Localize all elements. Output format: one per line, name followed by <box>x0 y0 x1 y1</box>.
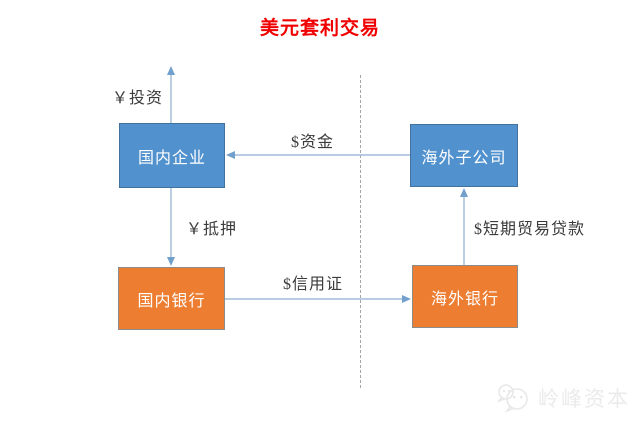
watermark: 岭峰资本 <box>494 383 630 413</box>
arrow-invest <box>167 66 175 123</box>
diagram-title: 美元套利交易 <box>259 18 380 39</box>
arrow-collateral <box>167 188 175 266</box>
node-overseas-bank-label: 海外银行 <box>430 290 499 308</box>
arrow-letter-of-credit <box>225 295 411 303</box>
arrow-funds <box>226 151 410 159</box>
node-overseas-subsidiary-label: 海外子公司 <box>421 149 507 167</box>
edge-label-collateral: ￥抵押 <box>186 221 238 238</box>
edge-label-letter-of-credit: $信用证 <box>283 276 344 293</box>
node-domestic-bank: 国内银行 <box>118 267 225 330</box>
dashed-divider-line <box>360 75 361 388</box>
node-overseas-bank: 海外银行 <box>412 265 518 328</box>
wechat-logo-icon <box>496 384 528 413</box>
edge-label-trade-loan: $短期贸易贷款 <box>474 221 586 238</box>
edge-label-funds: $资金 <box>291 134 335 151</box>
watermark-text: 岭峰资本 <box>538 387 630 411</box>
node-domestic-company-label: 国内企业 <box>137 149 206 167</box>
arrow-trade-loan <box>460 188 468 265</box>
edge-label-invest: ￥投资 <box>112 90 164 107</box>
node-domestic-company: 国内企业 <box>119 123 225 188</box>
node-overseas-subsidiary: 海外子公司 <box>410 124 518 187</box>
node-domestic-bank-label: 国内银行 <box>137 292 206 310</box>
